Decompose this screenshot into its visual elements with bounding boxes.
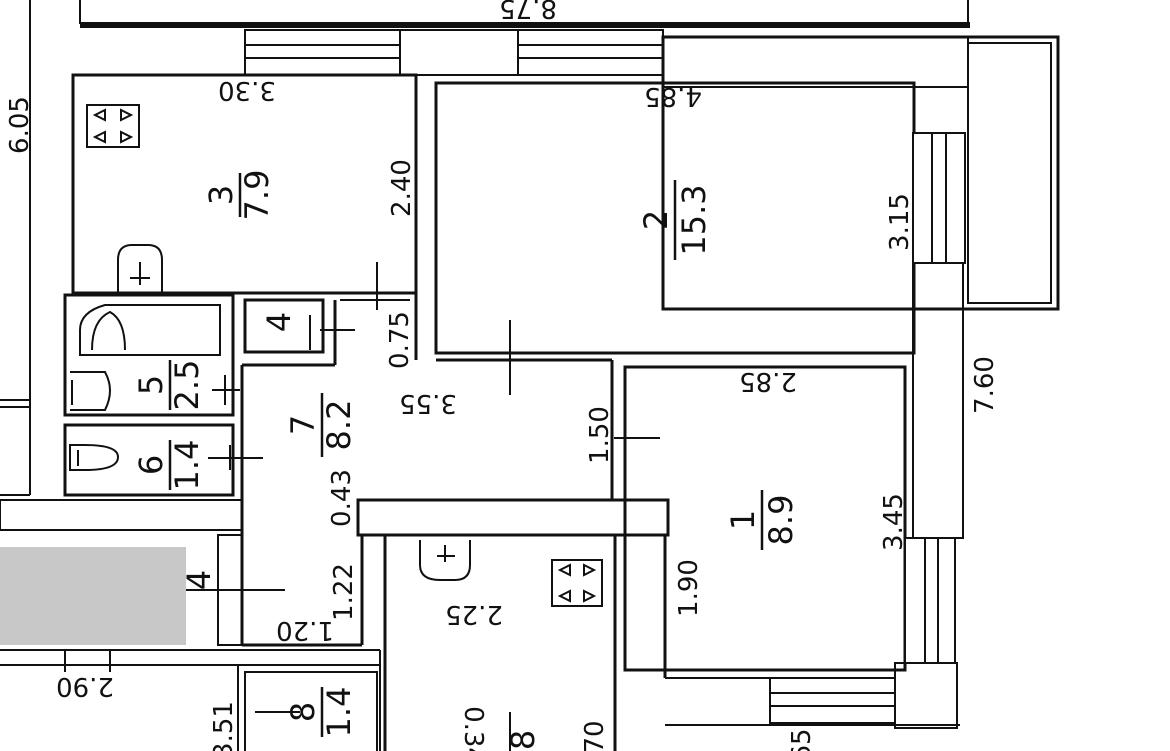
room-8-number: 8	[284, 702, 322, 722]
dim-3-45: 3.45	[879, 493, 909, 551]
balcony	[661, 35, 1060, 311]
dim-2-25: 2.25	[445, 599, 503, 629]
room-5-number: 5	[132, 375, 170, 395]
room-1-window	[904, 537, 956, 664]
room-9-area: 8	[504, 730, 542, 750]
dim-1-20: 1.20	[276, 615, 334, 645]
room-4b-label: 4	[180, 570, 218, 590]
dim-65: 65	[787, 728, 817, 751]
room-4-number: 4	[260, 312, 298, 332]
room-7-number: 7	[284, 415, 322, 435]
dim-1-90: 1.90	[674, 559, 704, 617]
room-4b-number: 4	[180, 570, 218, 590]
room-6-area: 1.4	[168, 440, 206, 491]
room-1-outline	[623, 365, 907, 672]
dim-3-30: 3.30	[218, 75, 276, 105]
room-5-outline	[63, 293, 235, 417]
room-9-label: 8	[504, 730, 542, 750]
room-9-outline	[383, 533, 617, 751]
toilet-icon	[69, 444, 120, 471]
dim-2-85: 2.85	[739, 366, 797, 396]
room-6-number: 6	[132, 455, 170, 475]
fixtures	[69, 104, 603, 607]
room-1-number: 1	[724, 510, 762, 530]
room-2-number: 2	[637, 210, 675, 230]
stove-icon	[86, 104, 140, 148]
room-4-outline	[243, 298, 325, 354]
room-2-label: 2 15.3	[637, 180, 713, 260]
door-ticks	[64, 262, 660, 751]
room-6-label: 6 1.4	[132, 440, 206, 491]
room-2-area: 15.3	[675, 184, 713, 255]
walls	[0, 0, 1060, 751]
dim-3-51: 3.51	[209, 701, 239, 751]
bottom-window	[769, 677, 896, 724]
room-1-label: 1 8.9	[724, 490, 800, 550]
dim-2-40: 2.40	[387, 159, 417, 217]
room-2-window	[912, 132, 966, 264]
room-4-label: 4	[260, 312, 298, 332]
room-5-label: 5 2.5	[132, 360, 206, 411]
dim-1-22: 1.22	[329, 563, 359, 621]
room-1-area: 8.9	[762, 495, 800, 546]
room-3-label: 3 7.9	[202, 170, 276, 221]
dim-1-50: 1.50	[585, 406, 615, 464]
room-8-area: 1.4	[320, 687, 358, 738]
dim-0-34: 0.34	[458, 706, 488, 751]
dim-0-75: 0.75	[385, 311, 415, 369]
dim-6-05: 6.05	[5, 96, 35, 154]
top-window-right	[517, 29, 664, 76]
dim-4-85: 4.85	[644, 81, 702, 111]
room-8-outline	[244, 671, 378, 751]
dim-7-60: 7.60	[970, 356, 1000, 414]
dimension-labels: 8.75 3.30 4.85 2.85 3.55 2.25 1.20 2.90 …	[5, 0, 1000, 751]
room-6-outline	[63, 423, 235, 497]
kitchen-sink-icon	[419, 540, 471, 581]
room-8-label: 8 1.4	[284, 687, 358, 738]
dim-70: 70	[580, 720, 610, 751]
room-5-area: 2.5	[168, 360, 206, 411]
dim-8-75: 8.75	[499, 0, 557, 23]
kitchen-stove-icon	[551, 559, 603, 607]
dim-3-15: 3.15	[885, 193, 915, 251]
room-7-area: 8.2	[320, 400, 358, 451]
top-window-left	[244, 29, 401, 76]
room-3-area: 7.9	[238, 170, 276, 221]
bathtub-icon	[79, 304, 221, 356]
dim-2-90: 2.90	[56, 671, 114, 701]
redaction-block	[0, 547, 186, 645]
top-wall	[80, 22, 970, 28]
washbasin-icon	[70, 371, 111, 411]
room-7-label: 7 8.2	[284, 393, 358, 457]
dim-0-43: 0.43	[327, 469, 357, 527]
room-3-number: 3	[202, 185, 240, 205]
dim-3-55: 3.55	[399, 388, 457, 418]
sink-icon	[117, 244, 163, 292]
